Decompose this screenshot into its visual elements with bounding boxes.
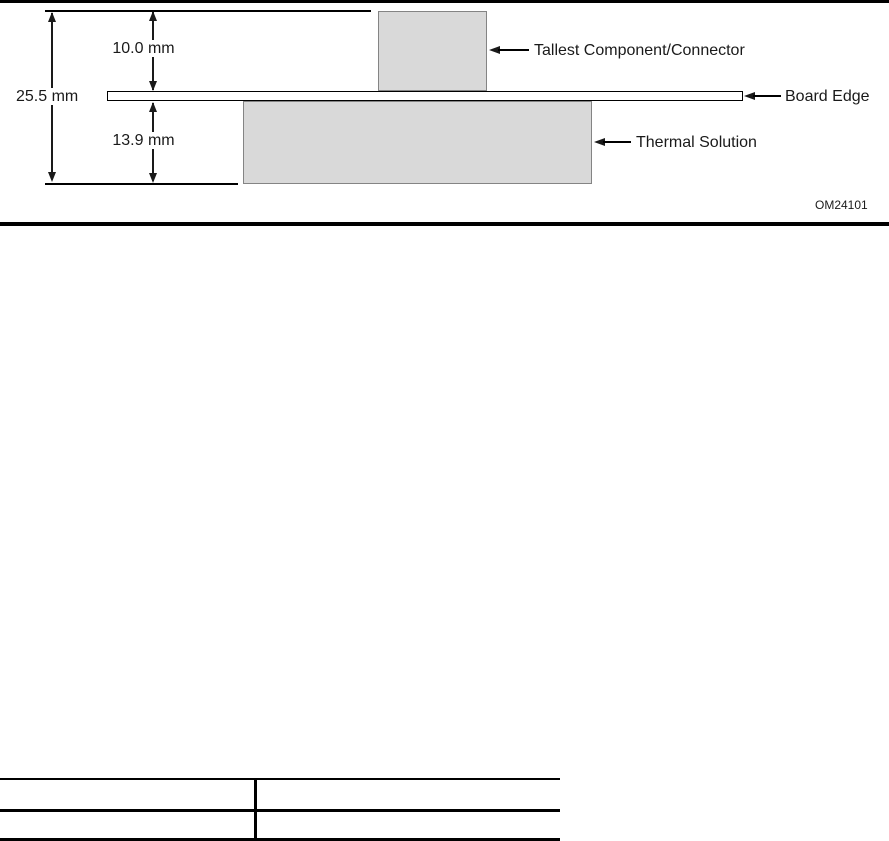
arrow-left-icon — [489, 46, 500, 54]
page-top-rule — [0, 0, 889, 3]
arrow-up-icon — [149, 11, 157, 21]
arrow-left-icon — [744, 92, 755, 100]
arrow-left-icon — [594, 138, 605, 146]
board-edge-bar — [107, 91, 743, 101]
table-cell — [0, 780, 254, 809]
above-board-dimension-label: 10.0 mm — [99, 40, 188, 57]
board-edge-label: Board Edge — [785, 88, 870, 105]
section-divider-rule — [0, 222, 889, 226]
table-top-border — [0, 778, 560, 780]
thermal-solution-label: Thermal Solution — [636, 134, 757, 151]
tallest-component-block — [378, 11, 487, 91]
callout-line — [753, 95, 781, 97]
thermal-solution-block — [243, 101, 592, 184]
callout-line — [603, 141, 631, 143]
table-cell — [257, 812, 560, 838]
table-bottom-border — [0, 838, 560, 841]
arrow-up-icon — [149, 102, 157, 112]
bottom-reference-line — [45, 183, 238, 185]
tallest-component-label: Tallest Component/Connector — [534, 42, 745, 59]
table-cell — [257, 780, 560, 809]
arrow-down-icon — [149, 173, 157, 183]
arrow-down-icon — [149, 81, 157, 91]
table-column-divider — [254, 778, 257, 841]
arrow-down-icon — [48, 172, 56, 182]
arrow-up-icon — [48, 12, 56, 22]
figure-id: OM24101 — [815, 198, 868, 212]
below-board-dimension-label: 13.9 mm — [99, 132, 188, 149]
table-row-border — [0, 809, 560, 812]
callout-line — [498, 49, 529, 51]
top-reference-line — [45, 10, 371, 12]
table-cell — [0, 812, 254, 838]
overall-dimension-label: 25.5 mm — [16, 88, 79, 105]
